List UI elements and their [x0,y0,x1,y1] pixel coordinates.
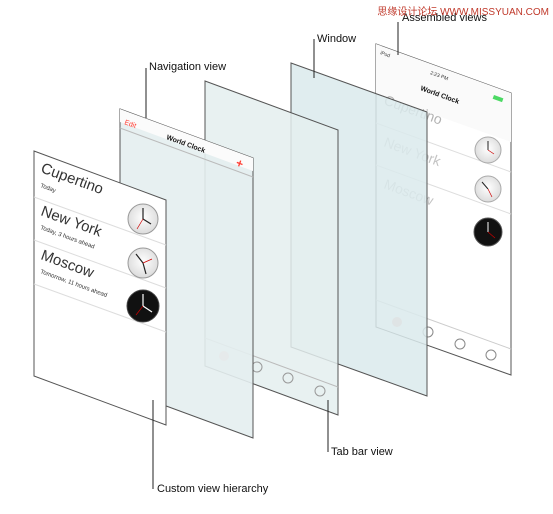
tab-stopwatch-icon [454,338,466,350]
battery-icon [492,95,504,103]
tab-timer-icon [485,349,497,361]
nav-edit-button[interactable]: Edit [123,119,137,130]
custom-view-layer: Cupertino Today New York Today, 3 hours … [33,150,167,426]
label-custom-view-hierarchy: Custom view hierarchy [157,483,269,495]
watermark: 思缘设计论坛 WWW.MISSYUAN.COM [377,7,549,18]
tab-stopwatch-icon [282,372,294,384]
label-tab-bar-view: Tab bar view [331,446,393,458]
label-navigation-view: Navigation view [149,61,227,73]
row-detail-cupertino: Today [39,183,56,194]
status-bar-carrier: iPod [379,50,391,59]
callout-leaders [145,22,399,489]
label-window: Window [317,33,357,45]
label-assembled-views: Assembled views [402,12,487,24]
tab-timer-icon [314,385,326,397]
nav-add-button[interactable]: + [234,156,245,172]
